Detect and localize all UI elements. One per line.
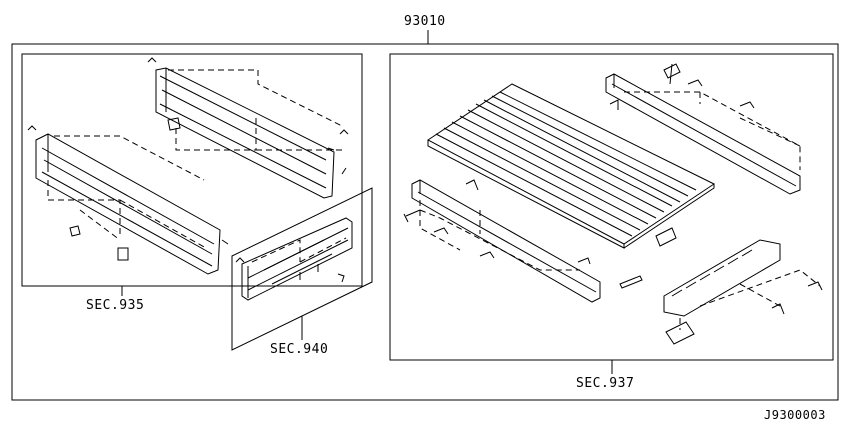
front-cross-member [605, 63, 801, 195]
left-floor-member [403, 179, 601, 303]
sec935-label: SEC.935 [86, 298, 145, 313]
assembly-part-number: 93010 [404, 14, 446, 29]
upper-side-rail [147, 57, 349, 199]
rear-member-hidden-lines [679, 269, 821, 330]
drawing-number: J9300003 [764, 408, 826, 422]
rear-cross-member [619, 227, 823, 345]
sec940-label: SEC.940 [270, 342, 329, 357]
upper-rail-hidden-lines [168, 69, 346, 151]
front-member-hidden-lines [624, 91, 801, 170]
assembly-frame [11, 43, 839, 401]
tailgate-hidden-lines [251, 237, 347, 263]
sec937-label: SEC.937 [576, 376, 635, 391]
floor-panel-ribbed [427, 83, 715, 249]
lower-rail-hidden-lines [47, 135, 207, 249]
sec940-frame [231, 187, 373, 351]
left-member-hidden-lines [419, 200, 580, 271]
tailgate-panel [235, 217, 353, 301]
sec937-frame [389, 53, 834, 361]
lower-side-rail [27, 125, 229, 275]
sec935-frame [21, 53, 363, 287]
